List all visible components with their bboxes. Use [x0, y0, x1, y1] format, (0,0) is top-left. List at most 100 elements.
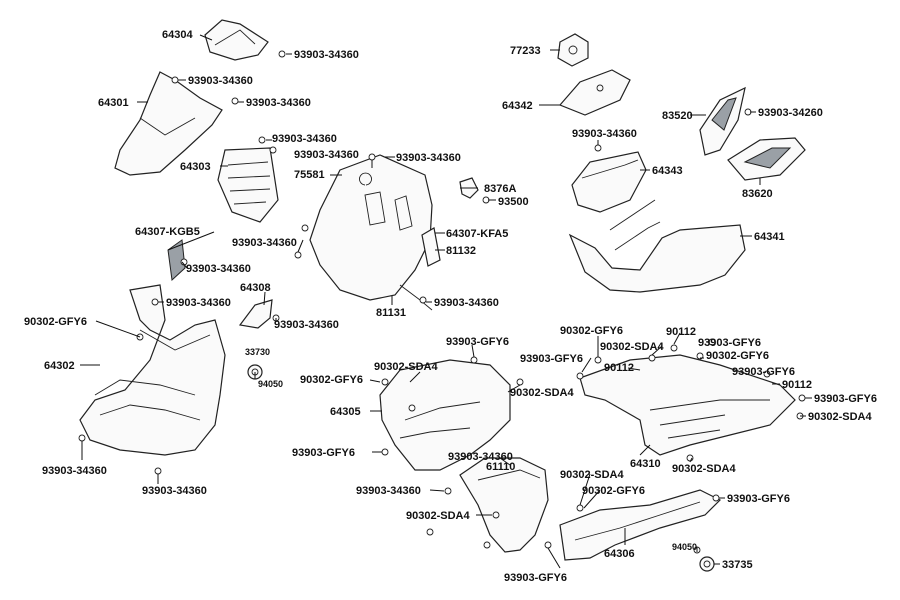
label-64308: 64308 — [240, 282, 271, 294]
label-90112-c: 90112 — [782, 379, 812, 391]
part-64301-v-detail — [139, 117, 196, 136]
part-64302-front-fairing — [79, 284, 226, 456]
label-94050-b: 94050 — [672, 542, 697, 552]
part-64302-detail — [94, 329, 211, 421]
part-64308-cap — [238, 299, 273, 329]
label-90302-gfy6-a: 90302-GFY6 — [24, 316, 87, 328]
label-64341: 64341 — [754, 231, 785, 243]
label-94050-a: 94050 — [258, 379, 283, 389]
label-93903-gfy6-e: 93903-GFY6 — [520, 353, 583, 365]
label-64304: 64304 — [162, 29, 193, 41]
part-labels: 64304 93903-34360 93903-34360 64301 9390… — [24, 29, 877, 584]
part-77233-keyhole — [568, 45, 578, 55]
label-93903-34360-m: 93903-34360 — [142, 485, 207, 497]
label-90302-sda4-d: 90302-SDA4 — [600, 341, 664, 353]
label-90302-sda4-e: 90302-SDA4 — [808, 411, 872, 423]
label-90302-sda4-a: 90302-SDA4 — [374, 361, 438, 373]
label-93903-34360-p: 93903-34360 — [356, 485, 421, 497]
label-64310: 64310 — [630, 458, 661, 470]
part-33735-inner — [703, 560, 711, 568]
part-64307-kgb5 — [167, 239, 186, 282]
part-64303-slats — [227, 161, 271, 205]
part-64341-detail — [609, 199, 661, 251]
part-83520-lens — [711, 97, 737, 131]
part-64305-detail — [399, 401, 481, 439]
label-64307-kfa5: 64307-KFA5 — [446, 228, 508, 240]
label-64303: 64303 — [180, 161, 211, 173]
part-81131-inner-shield — [309, 154, 433, 301]
part-64303-grille — [217, 147, 279, 223]
part-64343-rim — [581, 159, 639, 179]
label-81131: 81131 — [376, 307, 406, 319]
label-93903-gfy6-f: 93903-GFY6 — [732, 366, 795, 378]
part-64342-hole — [596, 84, 604, 92]
label-90302-gfy6-e: 90302-GFY6 — [582, 485, 645, 497]
label-64342: 64342 — [502, 100, 533, 112]
label-81132: 81132 — [446, 245, 476, 257]
part-81131-slots — [359, 172, 413, 231]
label-93903-gfy6-a: 93903-GFY6 — [446, 336, 509, 348]
label-93903-34360-h: 93903-34360 — [186, 263, 251, 275]
label-93903-34360-i: 93903-34360 — [166, 297, 231, 309]
label-93500: 93500 — [498, 196, 529, 208]
label-90302-sda4-f: 90302-SDA4 — [672, 463, 736, 475]
leader-lines — [80, 34, 812, 569]
label-90112-b: 90112 — [604, 362, 634, 374]
part-64306-under-cover — [559, 489, 722, 561]
label-64305: 64305 — [330, 406, 361, 418]
label-93903-34360-e: 93903-34360 — [294, 149, 359, 161]
label-93903-34360-a: 93903-34360 — [294, 49, 359, 61]
label-64307-kgb5: 64307-KGB5 — [135, 226, 200, 238]
label-90302-sda4-b: 90302-SDA4 — [510, 387, 574, 399]
label-64302: 64302 — [44, 360, 75, 372]
label-93903-34360-o: 93903-34360 — [448, 451, 513, 463]
part-64306-detail — [574, 501, 701, 541]
part-64305-floor-side — [379, 359, 511, 471]
label-90112-a: 90112 — [666, 326, 696, 338]
label-8376a: 8376A — [484, 183, 516, 195]
part-64341-side-cover — [568, 224, 746, 293]
label-61110: 61110 — [486, 461, 515, 473]
part-83620-lens — [743, 147, 792, 169]
part-61110-mudguard — [459, 457, 549, 553]
label-93903-gfy6-i: 93903-GFY6 — [727, 493, 790, 505]
label-75581: 75581 — [294, 169, 325, 181]
label-93903-34360-f: 93903-34360 — [396, 152, 461, 164]
label-90302-gfy6-b: 90302-GFY6 — [300, 374, 363, 386]
label-90302-sda4-c: 90302-SDA4 — [406, 510, 470, 522]
label-93903-34360-d: 93903-34360 — [272, 133, 337, 145]
part-64343-box — [571, 151, 647, 213]
label-93903-gfy6-g: 93903-GFY6 — [814, 393, 877, 405]
label-83520: 83520 — [662, 110, 693, 122]
part-64301-front-panel — [114, 71, 223, 176]
label-93903-34360-b: 93903-34360 — [188, 75, 253, 87]
label-64306: 64306 — [604, 548, 635, 560]
label-93903-34360-l: 93903-34360 — [42, 465, 107, 477]
label-90302-gfy6-c: 90302-GFY6 — [560, 325, 623, 337]
label-90302-gfy6-d: 90302-GFY6 — [706, 350, 769, 362]
part-64304-cover — [204, 19, 269, 61]
label-93903-34260: 93903-34260 — [758, 107, 823, 119]
label-33730: 33730 — [245, 347, 270, 357]
label-77233: 77233 — [510, 45, 541, 57]
part-77233-lock — [557, 33, 589, 67]
label-90302-sda4-g: 90302-SDA4 — [560, 469, 624, 481]
label-93903-34360-k: 93903-34360 — [274, 319, 339, 331]
label-93903-34360-g: 93903-34360 — [232, 237, 297, 249]
part-64304-detail — [214, 29, 256, 46]
part-61110-detail — [477, 469, 541, 481]
label-93903-34360-c: 93903-34360 — [246, 97, 311, 109]
label-64301: 64301 — [98, 97, 129, 109]
label-64343: 64343 — [652, 165, 683, 177]
part-64310-detail — [649, 399, 770, 439]
part-64342-lid — [558, 69, 631, 116]
part-81132-plate — [421, 227, 441, 267]
label-93903-gfy6-d: 93903-GFY6 — [698, 337, 761, 349]
label-93903-gfy6-c: 93903-GFY6 — [504, 572, 567, 584]
screws — [78, 50, 806, 554]
label-93903-34360-j: 93903-34360 — [434, 297, 499, 309]
label-93903-gfy6-b: 93903-GFY6 — [292, 447, 355, 459]
label-33735: 33735 — [722, 559, 753, 571]
part-33735-grommet — [699, 556, 715, 572]
